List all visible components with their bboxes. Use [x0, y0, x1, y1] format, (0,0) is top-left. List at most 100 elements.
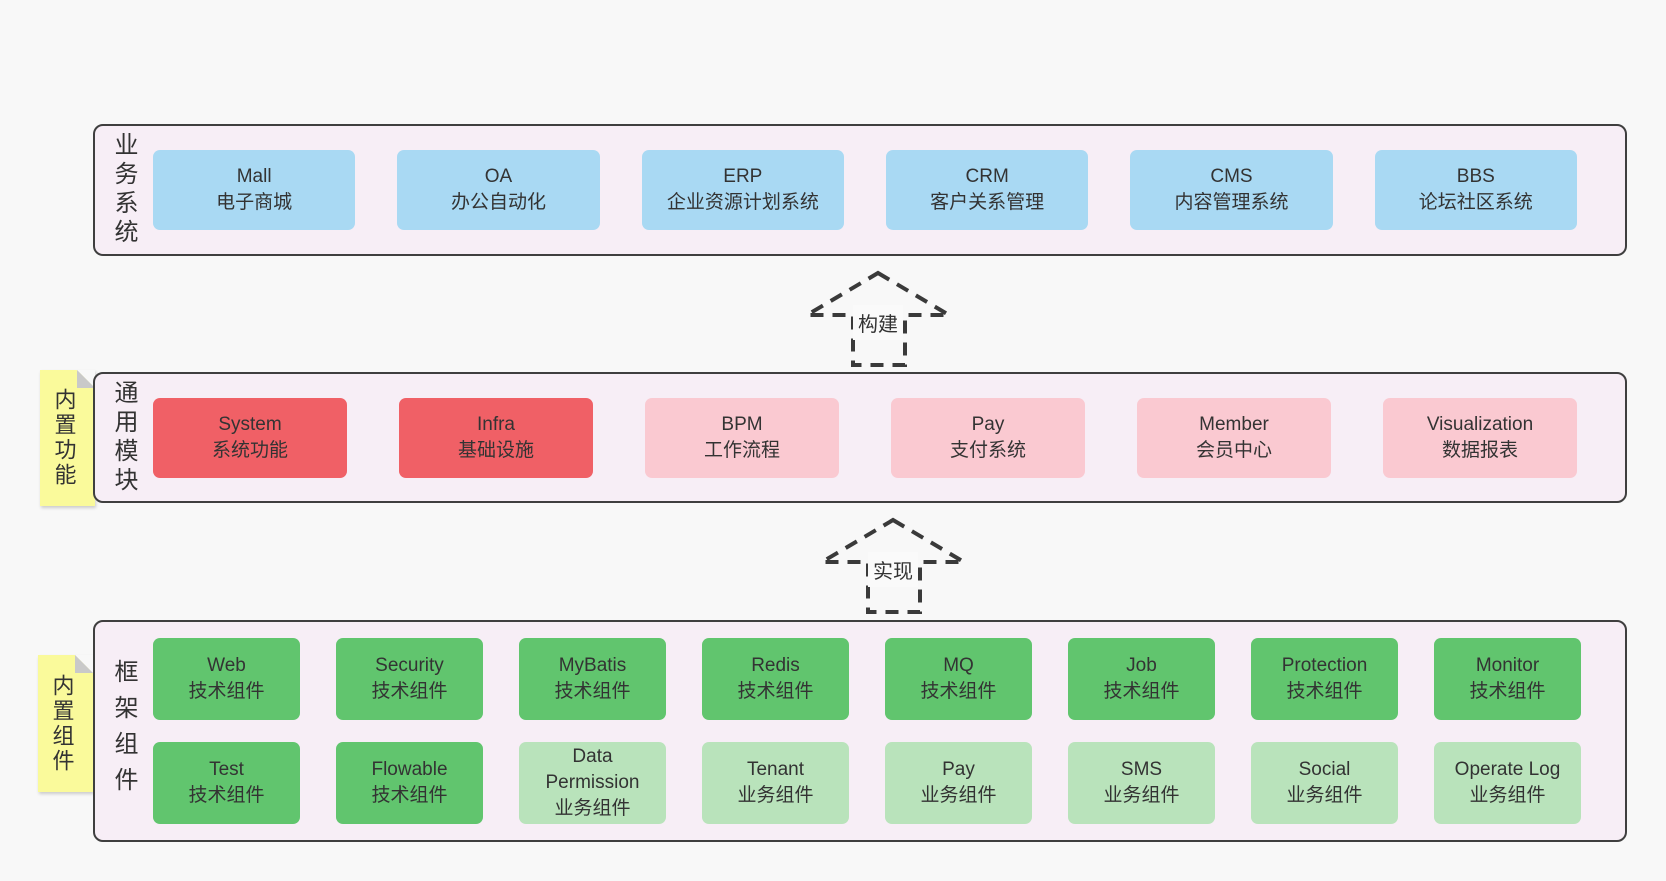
box-erp: ERP 企业资源计划系统 — [641, 150, 844, 230]
arrow-implement-label: 实现 — [868, 552, 918, 587]
box-title: Job — [1126, 655, 1157, 676]
box-protection: Protection 技术组件 — [1251, 638, 1398, 720]
box-title: Flowable — [371, 759, 448, 780]
box-title: MQ — [943, 655, 974, 676]
arrow-build-label: 构建 — [853, 305, 903, 340]
box-title: Operate Log — [1454, 759, 1561, 780]
dashed-up-arrow-icon — [799, 270, 957, 367]
box-subtitle: 技术组件 — [188, 681, 265, 702]
arrow-build: 构建 — [799, 269, 957, 369]
box-title: BPM — [721, 413, 763, 435]
box-title: Redis — [751, 655, 800, 676]
box-title: Security — [375, 655, 444, 676]
box-operate-log: Operate Log 业务组件 — [1434, 742, 1581, 824]
box-monitor: Monitor 技术组件 — [1434, 638, 1581, 720]
box-title: Member — [1199, 413, 1269, 435]
box-subtitle: 办公自动化 — [450, 192, 546, 213]
box-sms: SMS 业务组件 — [1068, 742, 1215, 824]
box-tenant: Tenant 业务组件 — [702, 742, 849, 824]
box-title: CRM — [965, 166, 1009, 187]
box-subtitle: 技术组件 — [920, 681, 997, 702]
box-subtitle: 技术组件 — [371, 681, 448, 702]
box-bpm: BPM 工作流程 — [645, 397, 839, 478]
box-subtitle: 客户关系管理 — [930, 192, 1045, 213]
box-title: Tenant — [746, 759, 805, 780]
box-subtitle: 工作流程 — [703, 439, 780, 461]
box-oa: OA 办公自动化 — [397, 150, 600, 230]
note-built-in-components: 内置组件 — [38, 655, 93, 792]
box-title: CMS — [1210, 166, 1253, 187]
box-flowable: Flowable 技术组件 — [336, 742, 483, 824]
box-data-permission: Data Permission 业务组件 — [519, 742, 666, 824]
box-subtitle: 业务组件 — [1103, 785, 1180, 806]
box-title: Social — [1298, 759, 1351, 780]
box-subtitle: 数据报表 — [1441, 439, 1518, 461]
box-title: Pay — [942, 759, 975, 780]
box-title: OA — [484, 166, 513, 187]
box-subtitle: 技术组件 — [737, 681, 814, 702]
box-infra: Infra 基础设施 — [399, 397, 593, 478]
box-title: ERP — [723, 166, 763, 187]
box-subtitle: 技术组件 — [1103, 681, 1180, 702]
components-grid: Web 技术组件 Security 技术组件 MyBatis 技术组件 Redi… — [145, 638, 1625, 824]
box-member: Member 会员中心 — [1137, 397, 1331, 478]
box-crm: CRM 客户关系管理 — [885, 150, 1089, 230]
box-social: Social 业务组件 — [1251, 742, 1398, 824]
layer-common-modules-label: 通用模块 — [110, 379, 137, 496]
box-security: Security 技术组件 — [336, 638, 483, 720]
box-subtitle: 论坛社区系统 — [1418, 192, 1533, 213]
layer-common-modules: 通用模块 System 系统功能 Infra 基础设施 BPM 工作流程 Pay… — [93, 372, 1627, 503]
folded-corner-icon — [75, 655, 93, 673]
box-pay: Pay 支付系统 — [891, 397, 1085, 478]
box-cms: CMS 内容管理系统 — [1130, 150, 1333, 230]
box-title: SMS — [1120, 759, 1163, 780]
box-title: System — [218, 413, 282, 435]
box-test: Test 技术组件 — [153, 742, 300, 824]
folded-corner-icon — [77, 370, 95, 388]
box-subtitle: 会员中心 — [1195, 439, 1272, 461]
box-subtitle: 基础设施 — [457, 439, 534, 461]
box-title: Test — [209, 759, 244, 780]
box-title: Data Permission — [545, 746, 640, 793]
box-title: BBS — [1456, 166, 1495, 187]
box-subtitle: 技术组件 — [1286, 681, 1363, 702]
box-title: Mall — [236, 166, 272, 187]
layer-business-systems: 业务系统 Mall 电子商城 OA 办公自动化 ERP 企业资源计划系统 CRM… — [93, 124, 1627, 256]
layer-framework-components: 框架组件 Web 技术组件 Security 技术组件 MyBatis 技术组件… — [93, 620, 1627, 842]
box-subtitle: 技术组件 — [371, 785, 448, 806]
box-title: Monitor — [1475, 655, 1540, 676]
box-subtitle: 电子商城 — [216, 192, 293, 213]
box-title: Infra — [476, 413, 516, 435]
arrow-implement: 实现 — [814, 516, 972, 616]
box-subtitle: 内容管理系统 — [1174, 192, 1289, 213]
box-title: Visualization — [1426, 413, 1534, 435]
box-job: Job 技术组件 — [1068, 638, 1215, 720]
box-web: Web 技术组件 — [153, 638, 300, 720]
box-subtitle: 技术组件 — [554, 681, 631, 702]
box-visualization: Visualization 数据报表 — [1383, 397, 1577, 478]
box-subtitle: 业务组件 — [1286, 785, 1363, 806]
box-title: Pay — [971, 413, 1005, 435]
box-mq: MQ 技术组件 — [885, 638, 1032, 720]
box-subtitle: 业务组件 — [920, 785, 997, 806]
box-title: Web — [207, 655, 246, 676]
note-built-in-components-label: 内置组件 — [49, 673, 75, 774]
box-system: System 系统功能 — [153, 397, 347, 478]
box-subtitle: 企业资源计划系统 — [666, 192, 819, 213]
layer-framework-components-label: 框架组件 — [110, 659, 137, 803]
box-subtitle: 业务组件 — [737, 785, 814, 806]
box-bbs: BBS 论坛社区系统 — [1374, 150, 1577, 230]
box-subtitle: 技术组件 — [1469, 681, 1546, 702]
box-pay-business: Pay 业务组件 — [885, 742, 1032, 824]
box-mybatis: MyBatis 技术组件 — [519, 638, 666, 720]
layer-business-systems-label: 业务系统 — [110, 132, 137, 248]
box-subtitle: 业务组件 — [554, 798, 631, 819]
business-box-row: Mall 电子商城 OA 办公自动化 ERP 企业资源计划系统 CRM 客户关系… — [145, 150, 1625, 230]
box-title: Protection — [1281, 655, 1368, 676]
box-subtitle: 系统功能 — [211, 439, 288, 461]
box-subtitle: 技术组件 — [188, 785, 265, 806]
box-subtitle: 业务组件 — [1469, 785, 1546, 806]
box-redis: Redis 技术组件 — [702, 638, 849, 720]
dashed-up-arrow-icon — [814, 517, 972, 614]
